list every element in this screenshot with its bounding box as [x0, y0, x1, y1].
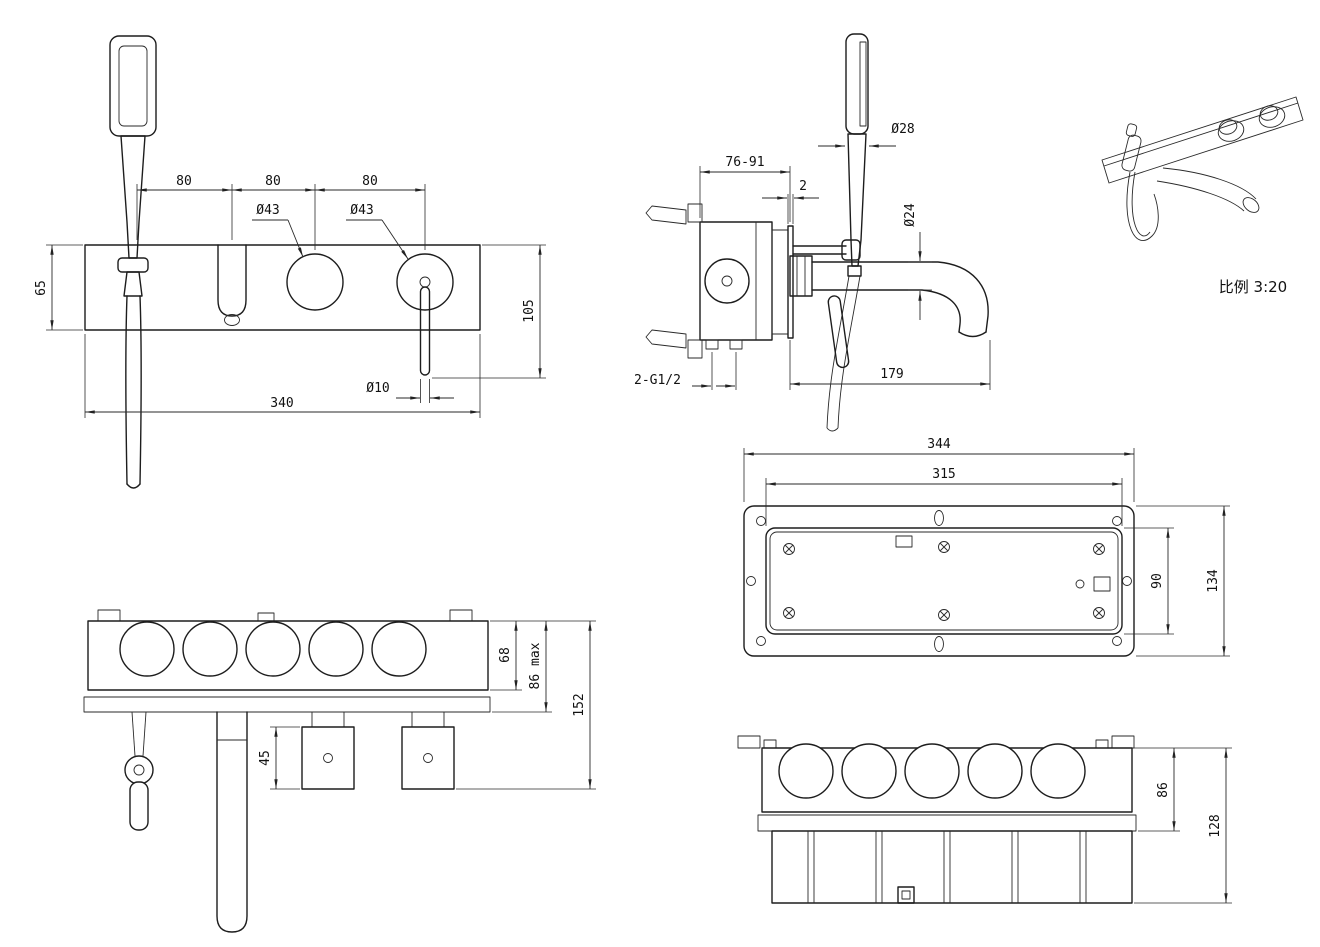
- valve-port: [841, 743, 897, 799]
- front-view-dimensions: 80 80 80 Ø43 Ø43 65 105 340: [34, 174, 546, 418]
- valve-port: [1030, 743, 1086, 799]
- tab: [257, 612, 275, 622]
- valve-deck: [87, 620, 489, 691]
- scale-label: 比例 3:20: [1219, 278, 1287, 296]
- spout-top: [216, 711, 248, 933]
- dim-spacing-3: 80: [362, 174, 378, 189]
- side-view-dimensions: 76-91 2 Ø28 Ø24 179 2-G1/2: [634, 122, 991, 390]
- box-back-view: 344 315 90 134: [743, 437, 1230, 657]
- valve-block-1: [301, 712, 355, 790]
- box-back-dimensions: 344 315 90 134: [743, 437, 1230, 657]
- knob-left: [286, 253, 344, 311]
- screws: [783, 541, 1105, 621]
- box-body-front: [771, 830, 1133, 904]
- spout-front: [217, 244, 247, 326]
- dim-overall-height: 105: [522, 299, 537, 322]
- side-view: 76-91 2 Ø28 Ø24 179 2-G1/2: [634, 33, 991, 432]
- valve-port: [778, 743, 834, 799]
- box-top-dimensions: 68 86 max 152 45: [258, 620, 596, 790]
- dim-spacing-1: 80: [176, 174, 192, 189]
- front-view: 80 80 80 Ø43 Ø43 65 105 340: [34, 35, 546, 489]
- dim-spacing-2: 80: [265, 174, 281, 189]
- valve-port: [904, 743, 960, 799]
- box-outer-flange: [743, 505, 1135, 657]
- dim-total-depth: 152: [572, 693, 587, 716]
- dim-plate-thickness: 2: [799, 179, 807, 194]
- valve-port: [967, 743, 1023, 799]
- valve-port: [308, 621, 364, 677]
- dim-handset-dia: Ø28: [891, 122, 914, 137]
- dim-box-outer-width: 344: [927, 437, 951, 452]
- dim-box-inner-height: 90: [1150, 573, 1165, 589]
- tab: [1111, 735, 1135, 749]
- perspective-handshower: [1121, 123, 1159, 242]
- valve-port: [245, 621, 301, 677]
- mounting-plate-edge: [83, 696, 491, 713]
- wall-anchor-top: [645, 205, 687, 225]
- valve-port: [182, 621, 238, 677]
- knob-right: [396, 253, 454, 311]
- box-front-view: 86 128: [737, 735, 1232, 904]
- dim-box-inner-width: 315: [932, 467, 955, 482]
- inlet-port-2: [729, 339, 743, 350]
- dim-inlet-thread: 2-G1/2: [634, 373, 681, 388]
- dim-spout-dia: Ø24: [903, 203, 918, 227]
- mounting-holes: [746, 510, 1132, 652]
- spout-side: [789, 255, 989, 369]
- perspective-spout: [1156, 167, 1260, 213]
- dim-max-depth: 86 max: [528, 642, 543, 689]
- mixer-lever-side: [827, 295, 850, 369]
- wall-anchor-bottom: [645, 329, 687, 349]
- mounting-plate-edge-front: [757, 814, 1137, 832]
- tab: [449, 609, 473, 622]
- detail-hole: [1075, 579, 1085, 589]
- dim-body-depth: 68: [498, 647, 513, 663]
- box-front-dimensions: 86 128: [1134, 747, 1232, 904]
- dim-knob-dia-2: Ø43: [350, 203, 373, 218]
- perspective-view: 比例 3:20: [1101, 96, 1304, 296]
- top-cutout: [895, 535, 913, 548]
- dim-valve-block-height: 45: [258, 750, 273, 766]
- lever-handle: [419, 286, 431, 376]
- dim-spout-reach: 179: [880, 367, 903, 382]
- tab: [97, 609, 121, 622]
- tab: [737, 735, 761, 749]
- detail-socket: [1093, 576, 1111, 592]
- box-top-view: 68 86 max 152 45: [83, 609, 596, 933]
- handshower-side: [792, 33, 869, 432]
- perspective-knobs: [1217, 105, 1286, 142]
- dim-plate-height: 65: [34, 280, 49, 296]
- valve-block-2: [401, 712, 455, 790]
- dim-overall-width: 340: [270, 396, 293, 411]
- valve-port: [371, 621, 427, 677]
- threaded-collar: [771, 229, 789, 335]
- inwall-valve-body: [645, 203, 794, 359]
- tab: [1095, 739, 1109, 749]
- bottom-notch: [897, 886, 915, 904]
- dim-wall-depth: 76-91: [725, 155, 764, 170]
- dim-knob-dia-1: Ø43: [256, 203, 279, 218]
- valve-port: [119, 621, 175, 677]
- knob-right-hub: [419, 276, 431, 288]
- perspective-plate: [1101, 96, 1304, 184]
- dim-lever-dia: Ø10: [366, 381, 389, 396]
- handshower-top: [124, 711, 154, 831]
- mixer-panel: [84, 244, 481, 331]
- cover-plate-edge: [787, 225, 794, 339]
- dim-box-outer-height: 134: [1206, 569, 1221, 593]
- dim-total-height: 128: [1208, 814, 1223, 837]
- tab: [763, 739, 777, 749]
- inlet-port-1: [705, 339, 719, 350]
- handshower-front: [109, 35, 157, 489]
- box-inner-frame: [765, 527, 1123, 635]
- dim-body-height: 86: [1156, 782, 1171, 798]
